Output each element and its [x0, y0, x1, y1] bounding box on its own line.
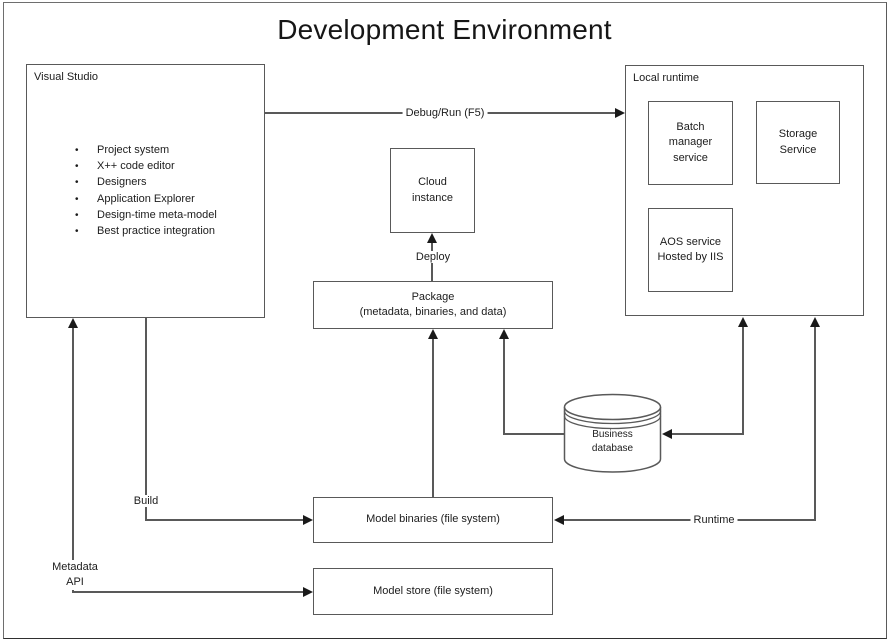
- model-store-label: Model store (file system): [373, 584, 493, 597]
- bullet-icon: •: [75, 145, 79, 156]
- batch-manager-label-line: service: [673, 151, 708, 164]
- batch-manager-label-line: manager: [668, 136, 713, 149]
- business-database-label-line: database: [591, 443, 634, 454]
- edge-label-runtime: Runtime: [690, 514, 738, 526]
- storage-service-label-line: Storage: [778, 128, 818, 140]
- local-runtime-label: Local runtime: [633, 72, 700, 84]
- list-item-label: Project system: [97, 144, 170, 156]
- edge-runtime-database-vline: [742, 322, 744, 435]
- edge-metadata-vline: [72, 326, 74, 593]
- arrowhead-runtime-into-local-runtime-icon: [810, 317, 820, 327]
- business-database-label: Business database: [563, 428, 662, 456]
- bullet-icon: •: [75, 161, 79, 173]
- bullet-icon: •: [75, 193, 79, 205]
- cloud-instance-label-line: Cloud: [418, 176, 447, 188]
- visual-studio-box: Visual Studio • Project system • X++ code …: [26, 64, 265, 318]
- arrowhead-into-cloud-instance-icon: [427, 233, 437, 243]
- package-box: Package (metadata, binaries, and data): [313, 281, 553, 329]
- list-item-label: Designers: [97, 176, 147, 189]
- aos-service-label-line: Hosted by IIS: [657, 251, 724, 263]
- aos-service-label-line: AOS service: [659, 235, 722, 248]
- business-database-label-line: Business: [592, 429, 633, 440]
- edge-label-metadata-api-line: API: [66, 576, 84, 588]
- aos-service-box: AOS service Hosted by IIS: [648, 208, 733, 292]
- edge-label-build: Build: [130, 495, 162, 507]
- arrowhead-into-business-database-icon: [662, 429, 672, 439]
- list-item-label: Design-time meta-model: [97, 208, 217, 221]
- list-item: • Design-time meta-model: [75, 208, 217, 224]
- list-item-label: X++ code editor: [97, 160, 175, 173]
- model-binaries-label: Model binaries (file system): [366, 513, 500, 526]
- edge-runtime-database-hline: [670, 433, 744, 435]
- package-label-line: (metadata, binaries, and data): [359, 306, 507, 318]
- visual-studio-label: Visual Studio: [34, 71, 99, 83]
- edge-metadata-hline: [72, 591, 307, 593]
- page-title: Development Environment: [277, 14, 612, 45]
- arrowhead-metadata-into-visual-studio-icon: [68, 318, 78, 328]
- model-binaries-box: Model binaries (file system): [313, 497, 553, 543]
- arrowhead-runtime-into-model-binaries-icon: [554, 515, 564, 525]
- database-cylinder-icon: [563, 393, 662, 473]
- list-item-label: Application Explorer: [97, 192, 195, 205]
- edge-build-hline: [145, 519, 307, 521]
- bullet-icon: •: [75, 225, 79, 237]
- model-store-box: Model store (file system): [313, 568, 553, 615]
- cloud-instance-label-line: instance: [412, 191, 453, 204]
- storage-service-box: Storage Service: [756, 101, 840, 184]
- list-item-label: Best practice integration: [97, 224, 216, 237]
- arrowhead-database-into-local-runtime-icon: [738, 317, 748, 327]
- list-item: • Best practice integration: [75, 224, 217, 240]
- edge-label-metadata-api-line: Metadata: [52, 561, 98, 573]
- list-item: • Application Explorer: [75, 192, 217, 208]
- edge-build-vline: [145, 318, 147, 521]
- bullet-icon: •: [75, 177, 79, 189]
- arrowhead-build-into-model-binaries-icon: [303, 515, 313, 525]
- outer-frame: [3, 2, 887, 639]
- arrowhead-binaries-into-package-icon: [428, 329, 438, 339]
- edge-runtime-hline: [559, 519, 816, 521]
- arrowhead-metadata-into-model-store-icon: [303, 587, 313, 597]
- package-label-line: Package: [411, 290, 455, 303]
- arrowhead-database-into-package-icon: [499, 329, 509, 339]
- edge-label-debug-run: Debug/Run (F5): [402, 107, 488, 119]
- edge-binaries-to-package-line: [432, 333, 434, 497]
- storage-service-label-line: Service: [779, 143, 817, 156]
- list-item: • Designers: [75, 175, 217, 191]
- edge-database-to-package-hline: [503, 433, 565, 435]
- arrowhead-into-local-runtime-icon: [615, 108, 625, 118]
- cloud-instance-box: Cloud instance: [390, 148, 475, 233]
- list-item: • X++ code editor: [75, 159, 217, 175]
- visual-studio-feature-list: • Project system • X++ code editor • Design…: [75, 143, 217, 240]
- list-item: • Project system: [75, 143, 217, 159]
- edge-runtime-vline: [814, 322, 816, 521]
- edge-label-metadata-api: Metadata API: [49, 560, 101, 590]
- bullet-icon: •: [75, 209, 79, 221]
- batch-manager-service-box: Batch manager service: [648, 101, 733, 185]
- edge-label-deploy: Deploy: [412, 251, 454, 263]
- batch-manager-label-line: Batch: [676, 120, 705, 133]
- edge-database-to-package-vline: [503, 333, 505, 435]
